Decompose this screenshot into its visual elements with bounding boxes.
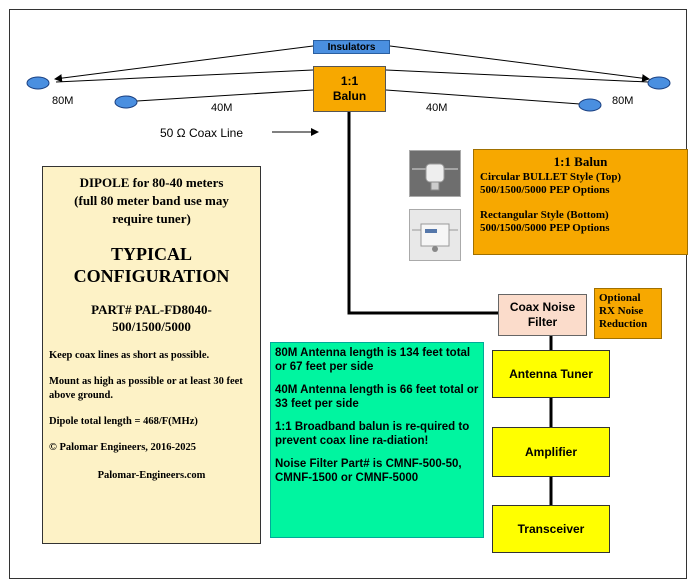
copyright: © Palomar Engineers, 2016-2025 [49,442,197,453]
label-40m-left: 40M [211,102,233,114]
insulator-40m-left [114,95,138,109]
bullet-balun-photo [409,150,461,197]
optional-line-1: Optional [599,292,641,304]
typical-line-2: CONFIGURATION [73,266,230,286]
balun-style-bullet: Circular BULLET Style (Top) [480,171,622,183]
bullet-balun-image [410,151,460,196]
info-title-3: require tuner) [112,211,191,226]
website: Palomar-Engineers.com [97,470,206,481]
wire-40m-right [385,89,581,105]
optional-line-3: Reduction [599,318,648,330]
balun-ratio: 1:1 [340,74,359,88]
typical-line-1: TYPICAL [110,244,192,264]
coax-line [347,112,498,315]
amplifier-box: Amplifier [492,427,610,477]
spec-filter: Noise Filter Part# is CMNF-500-50, CMNF-… [275,458,462,484]
balun-style-rect: Rectangular Style (Bottom) [480,209,609,221]
info-title-1: DIPOLE for 80-40 meters [79,175,224,190]
rectangular-balun-photo [409,209,461,261]
insulator-arrow-left [54,45,314,83]
wire-40m-left [136,89,314,102]
part-number-1: PART# PAL-FD8040- [91,302,212,317]
coax-line-label: 50 Ω Coax Line [160,126,244,140]
part-number-2: 500/1500/5000 [112,319,191,334]
coax-filter-line-2: Filter [527,315,558,329]
spec-40m: 40M Antenna length is 66 feet total or 3… [275,384,479,410]
insulator-80m-left [26,76,50,90]
coax-filter-line-1: Coax Noise [509,300,576,314]
antenna-specs-panel: 80M Antenna length is 134 feet total or … [270,342,484,538]
optional-line-2: RX Noise [599,305,644,317]
balun-info-title: 1:1 Balun [553,154,608,169]
rectangular-balun-image [410,210,460,260]
balun-options-rect: 500/1500/5000 PEP Options [480,222,610,234]
wire-80m-right [385,69,649,83]
spec-balun: 1:1 Broadband balun is re-quired to prev… [275,421,470,447]
note-length: Dipole total length = 468/F(MHz) [49,416,198,427]
note-coax: Keep coax lines as short as possible. [49,350,210,361]
coax-noise-filter-box: Coax Noise Filter [498,294,587,336]
wire-80m-left [55,69,314,83]
spec-80m: 80M Antenna length is 134 feet total or … [275,347,471,373]
label-40m-right: 40M [426,102,448,114]
balun-options-bullet: 500/1500/5000 PEP Options [480,184,610,196]
balun-box: 1:1 Balun [313,66,386,112]
insulators-label: Insulators [313,40,390,54]
diagram-frame [9,9,687,579]
label-80m-right: 80M [612,95,634,107]
label-80m-left: 80M [52,95,74,107]
note-mount: Mount as high as possible or at least 30… [49,376,243,401]
dipole-info-panel: DIPOLE for 80-40 meters (full 80 meter b… [42,166,261,544]
optional-rx-note: Optional RX Noise Reduction [594,288,662,339]
insulator-40m-right [578,98,602,112]
transceiver-box: Transceiver [492,505,610,553]
insulator-arrow-right [389,45,650,83]
insulator-80m-right [647,76,671,90]
balun-text: Balun [332,89,367,103]
info-title-2: (full 80 meter band use may [74,193,229,208]
balun-info-panel: 1:1 Balun Circular BULLET Style (Top) 50… [473,149,688,255]
antenna-tuner-box: Antenna Tuner [492,350,610,398]
